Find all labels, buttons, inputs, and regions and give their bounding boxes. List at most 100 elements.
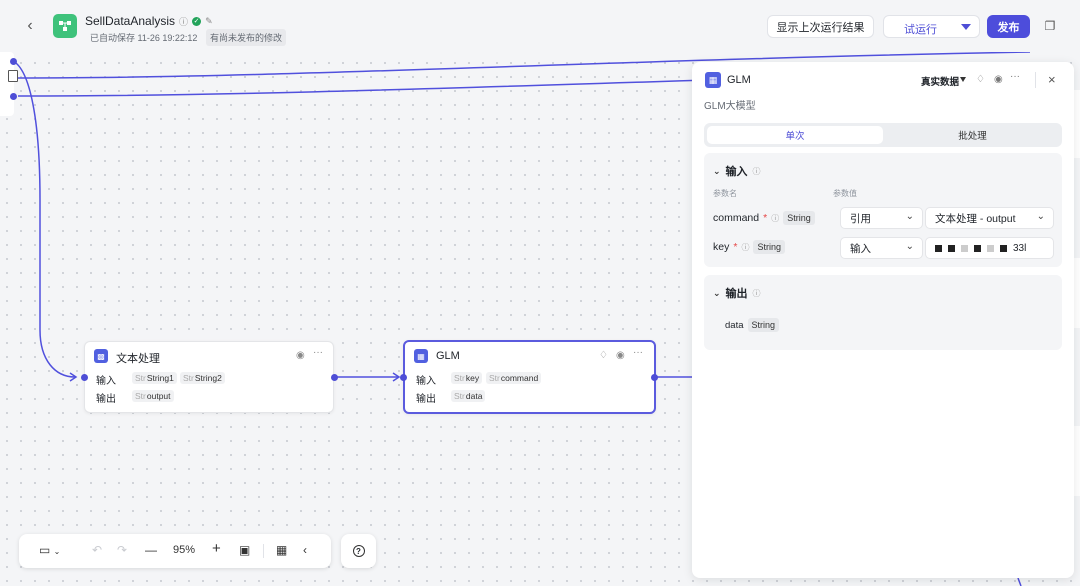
input-tag: StrString1 [132,372,177,384]
panel-description: GLM大模型 [704,101,756,112]
partial-node-right[interactable] [1074,258,1080,328]
start-node-partial[interactable] [0,52,14,116]
cube-icon: ▦ [705,72,721,88]
input-tag: StrString2 [180,372,225,384]
input-label: 输入 [96,376,116,387]
section-title: 输出 [725,288,748,300]
layout-icon[interactable]: ▦ [276,543,288,557]
panel-title: GLM [727,74,751,86]
col-param-value: 参数值 [833,189,857,198]
info-icon[interactable]: ⓘ [741,242,750,252]
node-title: 文本处理 [116,353,160,365]
output-section: ⌄ 输出 ⓘ data String [704,275,1062,350]
app-title-row: SellDataAnalysis ⓘ ✓ ✎ [85,14,213,28]
output-tag: Strdata [451,390,486,402]
section-title: 输入 [725,166,748,178]
unpublished-badge: 有尚未发布的修改 [206,29,287,46]
canvas-toolbar: ▭ ⌄ ↶ ↷ — 95% + ▣ ▦ ‹ [19,534,331,568]
chevron-down-icon: ⌄ [905,241,914,252]
fit-view-icon[interactable]: ▣ [239,543,251,557]
trial-run-button[interactable]: 试运行 [883,15,980,38]
output-tag: Stroutput [132,390,174,402]
more-icon[interactable]: ··· [1010,71,1020,82]
input-label: 输入 [416,376,436,387]
header-divider [1035,72,1036,88]
bell-off-icon[interactable]: ♢ [599,350,608,361]
header: ‹ SellDataAnalysis ⓘ ✓ ✎ 已自动保存 11-26 19:… [0,0,1080,52]
chevron-down-icon: ⌄ [905,211,914,222]
more-icon[interactable]: ··· [633,347,643,358]
node-text-processing[interactable]: ▩ 文本处理 ◉ ··· 输入 StrString1 StrString2 输出… [84,341,334,413]
data-mode-select[interactable]: 真实数据 [921,77,960,88]
output-section-header[interactable]: ⌄ 输出 ⓘ [713,285,761,301]
help-button[interactable]: ? [341,534,376,568]
param-key: key* ⓘ String [713,240,785,254]
close-icon[interactable]: × [1048,72,1056,87]
edge-start-to-text [12,60,76,378]
back-icon[interactable]: ‹ [27,17,33,34]
key-value-input[interactable]: 33l [925,237,1054,259]
caret-down-icon[interactable] [961,24,971,30]
info-icon[interactable]: ⓘ [179,16,189,27]
input-section-header[interactable]: ⌄ 输入 ⓘ [713,163,761,179]
caret-down-icon[interactable] [960,77,966,82]
app-title: SellDataAnalysis [85,14,176,28]
port-out-2[interactable] [10,93,17,100]
run-icon[interactable]: ◉ [296,350,305,361]
output-label: 输出 [96,394,116,405]
zoom-level[interactable]: 95% [173,544,196,556]
output-label: 输出 [416,394,436,405]
input-tag: Strcommand [486,372,542,384]
type-tag: String [783,211,815,225]
command-mode-select[interactable]: 引用⌄ [840,207,923,229]
partial-node-right[interactable] [1074,90,1080,158]
edit-icon[interactable]: ✎ [205,15,213,26]
run-icon[interactable]: ◉ [616,350,625,361]
chevron-down-icon[interactable]: ⌄ [713,287,721,298]
node-config-panel: ▦ GLM 真实数据 ♢ ◉ ··· × GLM大模型 单次 批处理 ⌄ 输入 … [692,62,1074,578]
show-last-run-button[interactable]: 显示上次运行结果 [767,15,874,38]
zoom-out-icon[interactable]: — [145,543,157,557]
more-icon[interactable]: ··· [313,347,323,358]
key-mode-select[interactable]: 输入⌄ [840,237,923,259]
tab-batch[interactable]: 批处理 [958,131,987,142]
info-icon[interactable]: ⓘ [752,166,761,176]
redo-icon[interactable]: ↷ [117,543,128,557]
trial-run-label: 试运行 [904,24,937,36]
info-icon[interactable]: ⓘ [752,288,761,298]
command-value-select[interactable]: 文本处理 - output⌄ [925,207,1054,229]
port-out[interactable] [331,374,338,381]
toolbar-divider [263,544,264,558]
publish-button[interactable]: 发布 [987,15,1030,38]
run-mode-tabs: 单次 批处理 [704,123,1062,147]
node-title: GLM [436,350,460,362]
info-icon[interactable]: ⓘ [771,213,780,223]
chevron-down-icon[interactable]: ⌄ [713,165,721,176]
collapse-icon[interactable]: ‹ [303,543,307,557]
port-out-1[interactable] [10,58,17,65]
node-glm[interactable]: ▦ GLM ♢ ◉ ··· 输入 Strkey Strcommand 输出 St… [403,340,656,414]
output-field-data: data String [725,318,780,332]
document-icon [8,70,18,82]
minimap-icon[interactable]: ▭ ⌄ [39,543,61,557]
bell-off-icon[interactable]: ♢ [976,74,985,85]
run-icon[interactable]: ◉ [994,74,1003,85]
undo-icon[interactable]: ↶ [92,543,103,557]
autosave-status: 已自动保存 11-26 19:22:12 [90,33,198,43]
port-out[interactable] [651,374,658,381]
app-logo [53,14,77,38]
port-in[interactable] [81,374,88,381]
masked-key: 33l [935,243,1026,254]
tab-single[interactable]: 单次 [707,126,883,144]
port-in[interactable] [400,374,407,381]
partial-node-right[interactable] [1074,426,1080,496]
cube-icon: ▦ [414,349,428,363]
zoom-in-icon[interactable]: + [212,540,221,557]
edge-bottom-right [1017,577,1022,586]
chevron-down-icon: ⌄ [1036,211,1045,222]
check-icon: ✓ [192,16,202,26]
arrow-start-text [69,372,78,382]
copy-icon[interactable]: ❐ [1044,19,1056,33]
robot-icon: ▩ [94,349,108,363]
arrow-text-glm [392,372,401,382]
